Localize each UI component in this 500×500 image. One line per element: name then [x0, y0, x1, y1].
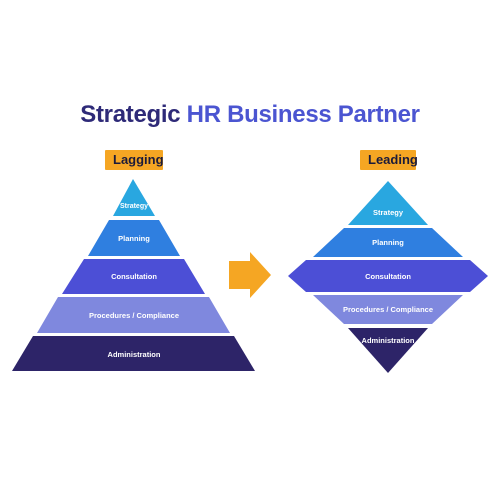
lagging-badge: Lagging: [105, 150, 164, 170]
leading-tier-planning-label: Planning: [372, 238, 404, 247]
leading-tier-procedures-label: Procedures / Compliance: [343, 305, 433, 314]
lagging-tier-consultation-label: Consultation: [111, 272, 157, 281]
leading-tier-administration: [348, 328, 428, 373]
leading-tier-consultation-label: Consultation: [365, 272, 411, 281]
lagging-tier-strategy: [113, 179, 155, 216]
lagging-tier-administration-label: Administration: [108, 350, 161, 359]
lagging-pyramid: Strategy Planning Consultation Procedure…: [12, 179, 255, 371]
leading-tier-strategy-label: Strategy: [373, 208, 404, 217]
page-title: Strategic HR Business Partner: [0, 101, 500, 129]
lagging-tier-procedures: [37, 297, 230, 333]
lagging-tier-strategy-label: Strategy: [120, 203, 148, 210]
leading-tier-planning: [313, 228, 463, 257]
title-part-hr-business-partner: HR Business Partner: [186, 101, 420, 128]
leading-tier-strategy: [348, 181, 428, 225]
lagging-tier-planning: [88, 220, 180, 256]
leading-tier-administration-label: Administration: [362, 336, 415, 345]
leading-badge: Leading: [360, 150, 418, 170]
title-part-strategic: Strategic: [80, 101, 181, 128]
arrow-right-icon: [229, 252, 271, 298]
lagging-tier-consultation: [62, 259, 205, 294]
lagging-tier-procedures-label: Procedures / Compliance: [89, 311, 179, 320]
leading-diamond: Strategy Planning Consultation Procedure…: [288, 181, 488, 373]
lagging-tier-administration: [12, 336, 255, 371]
leading-tier-consultation: [288, 260, 488, 292]
leading-tier-procedures: [313, 295, 463, 324]
lagging-tier-planning-label: Planning: [118, 234, 150, 243]
